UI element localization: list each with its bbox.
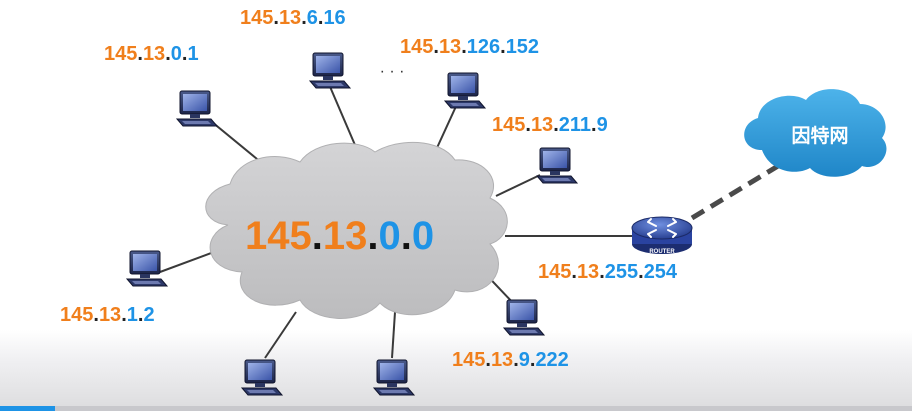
host-address-label: 145.13.211.9 <box>492 114 608 136</box>
link-router-internet <box>690 163 780 221</box>
link-host-211-9 <box>495 174 541 197</box>
link-host-6-16 <box>327 81 359 153</box>
router-label: ROUTER <box>649 249 675 255</box>
computer-icon-bottom-right[interactable] <box>373 359 415 396</box>
router-address-label: 145.13.255.254 <box>538 261 678 283</box>
link-host-1-2 <box>159 251 215 273</box>
computer-icon-6-16[interactable] <box>309 52 351 89</box>
host-address-label: 145.13.1.2 <box>60 304 155 326</box>
computer-icon-0-1[interactable] <box>176 90 218 127</box>
ellipsis-more-hosts: · · · <box>380 63 405 80</box>
computer-icon-bottom-left[interactable] <box>241 359 283 396</box>
video-progress-fill <box>0 406 55 411</box>
internet-cloud <box>744 89 887 177</box>
video-progress-bar[interactable] <box>0 406 912 411</box>
host-address-label: 145.13.126.152 <box>400 36 540 58</box>
internet-label: 因特网 <box>791 125 848 147</box>
computer-icon-1-2[interactable] <box>126 250 168 287</box>
computer-icon-211-9[interactable] <box>536 147 578 184</box>
link-host-126-152 <box>435 101 459 151</box>
connection-lines <box>159 81 632 359</box>
network-cloud <box>205 141 508 319</box>
host-address-label: 145.13.6.16 <box>240 7 346 29</box>
link-host-bottom-right <box>391 311 396 359</box>
computer-icon-9-222[interactable] <box>503 299 545 336</box>
host-address-label: 145.13.0.1 <box>104 43 199 65</box>
host-address-label: 145.13.9.222 <box>452 349 569 371</box>
router-icon[interactable]: ROUTER <box>631 216 693 255</box>
network-address: 145.13.0.0 <box>245 214 435 258</box>
link-host-bottom-left <box>264 311 297 359</box>
computer-icon-126-152[interactable] <box>444 72 486 109</box>
